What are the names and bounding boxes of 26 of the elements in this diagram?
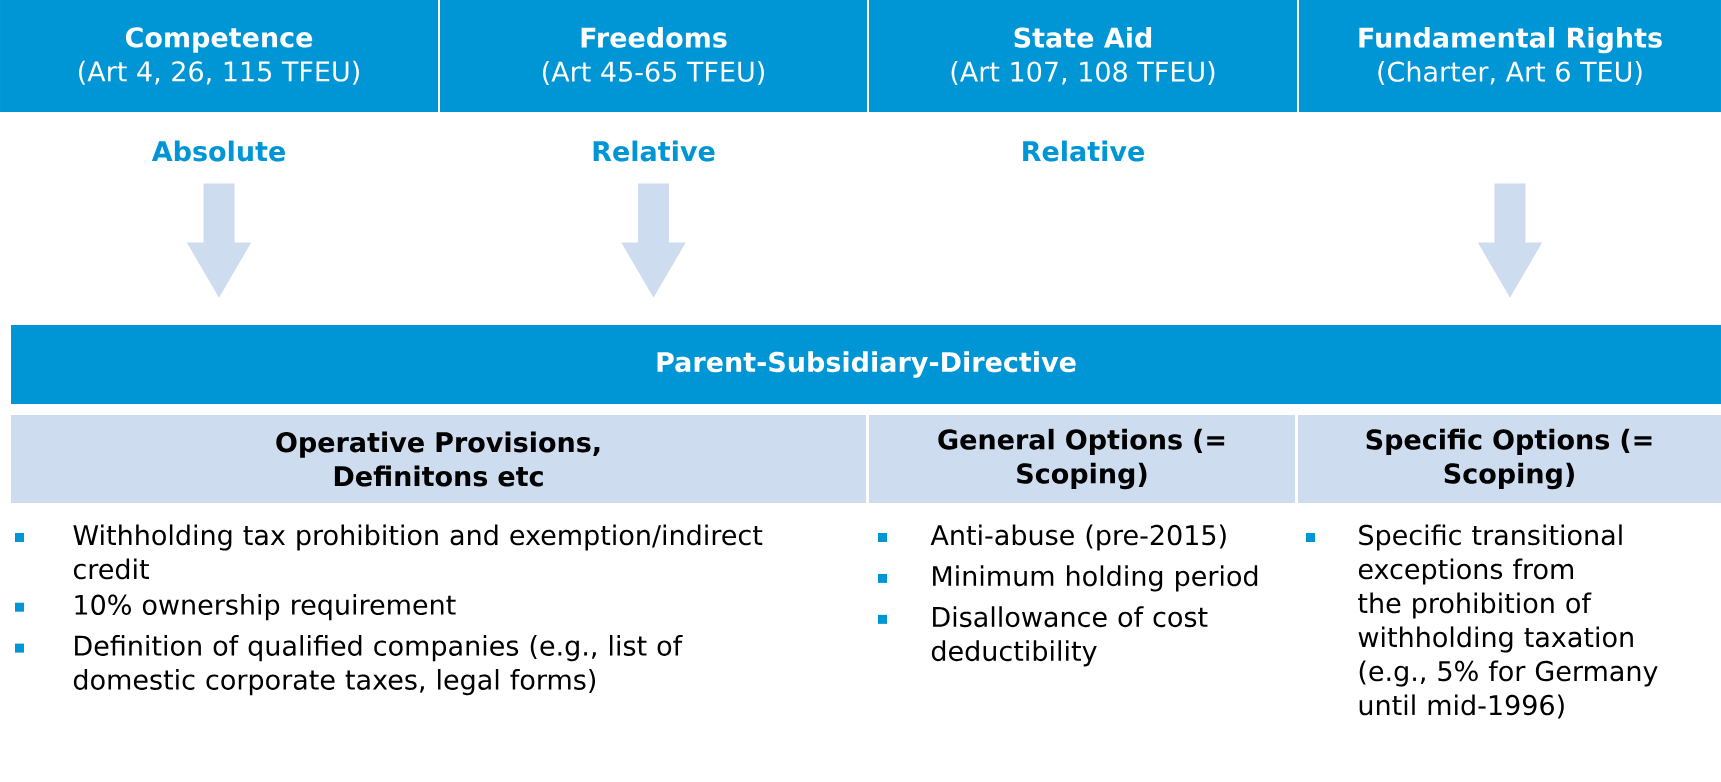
column-header: General Options (= Scoping) bbox=[869, 415, 1295, 503]
node-label: Fundamental Rights bbox=[1359, 26, 1662, 54]
bullet-item: Minimum holding period bbox=[878, 565, 1258, 592]
bullet-item: Anti-abuse (pre-2015) bbox=[878, 524, 1226, 551]
header-box: Competence (Art 4, 26, 115 TFEU) bbox=[0, 0, 438, 112]
header-box: State Aid (Art 107, 108 TFEU) bbox=[869, 0, 1297, 112]
heading-text: Relative bbox=[593, 140, 715, 162]
heading-text: Absolute bbox=[151, 140, 285, 162]
title-bar: Parent-Subsidiary-Directive bbox=[11, 325, 1721, 404]
node-label: (Art 45-65 TFEU) bbox=[542, 61, 764, 86]
node-label: (Art 107, 108 TFEU) bbox=[951, 61, 1215, 86]
bullet-item: Withholding tax prohibition and exemption/indirect credit bbox=[15, 524, 763, 580]
bullet-item: Specific transitional exceptions from the prohibition of withholding taxation (e.g., 5% for Germany until mid-1996) bbox=[1306, 524, 1658, 719]
column-header: Specific Options (= Scoping) bbox=[1298, 415, 1721, 503]
bullet-item: 10% ownership requirement bbox=[15, 594, 456, 621]
node-label: (Charter, Art 6 TEU) bbox=[1378, 60, 1642, 86]
node-label: Freedoms bbox=[581, 26, 727, 48]
header-box: Fundamental Rights (Charter, Art 6 TEU) bbox=[1299, 0, 1721, 112]
bullet-item: Disallowance of cost deductibility bbox=[878, 606, 1208, 667]
column-header: Operative Provisions, Definitons etc bbox=[11, 415, 866, 503]
bullet-item: Definition of qualified companies (e.g., list of domestic corporate taxes, legal forms) bbox=[15, 635, 683, 696]
node-label: (Art 4, 26, 115 TFEU) bbox=[79, 60, 359, 85]
node-label: State Aid bbox=[1014, 26, 1152, 48]
node-label: Competence bbox=[125, 27, 313, 53]
heading-text: Relative bbox=[1023, 140, 1145, 162]
header-box: Freedoms (Art 45-65 TFEU) bbox=[440, 0, 867, 112]
